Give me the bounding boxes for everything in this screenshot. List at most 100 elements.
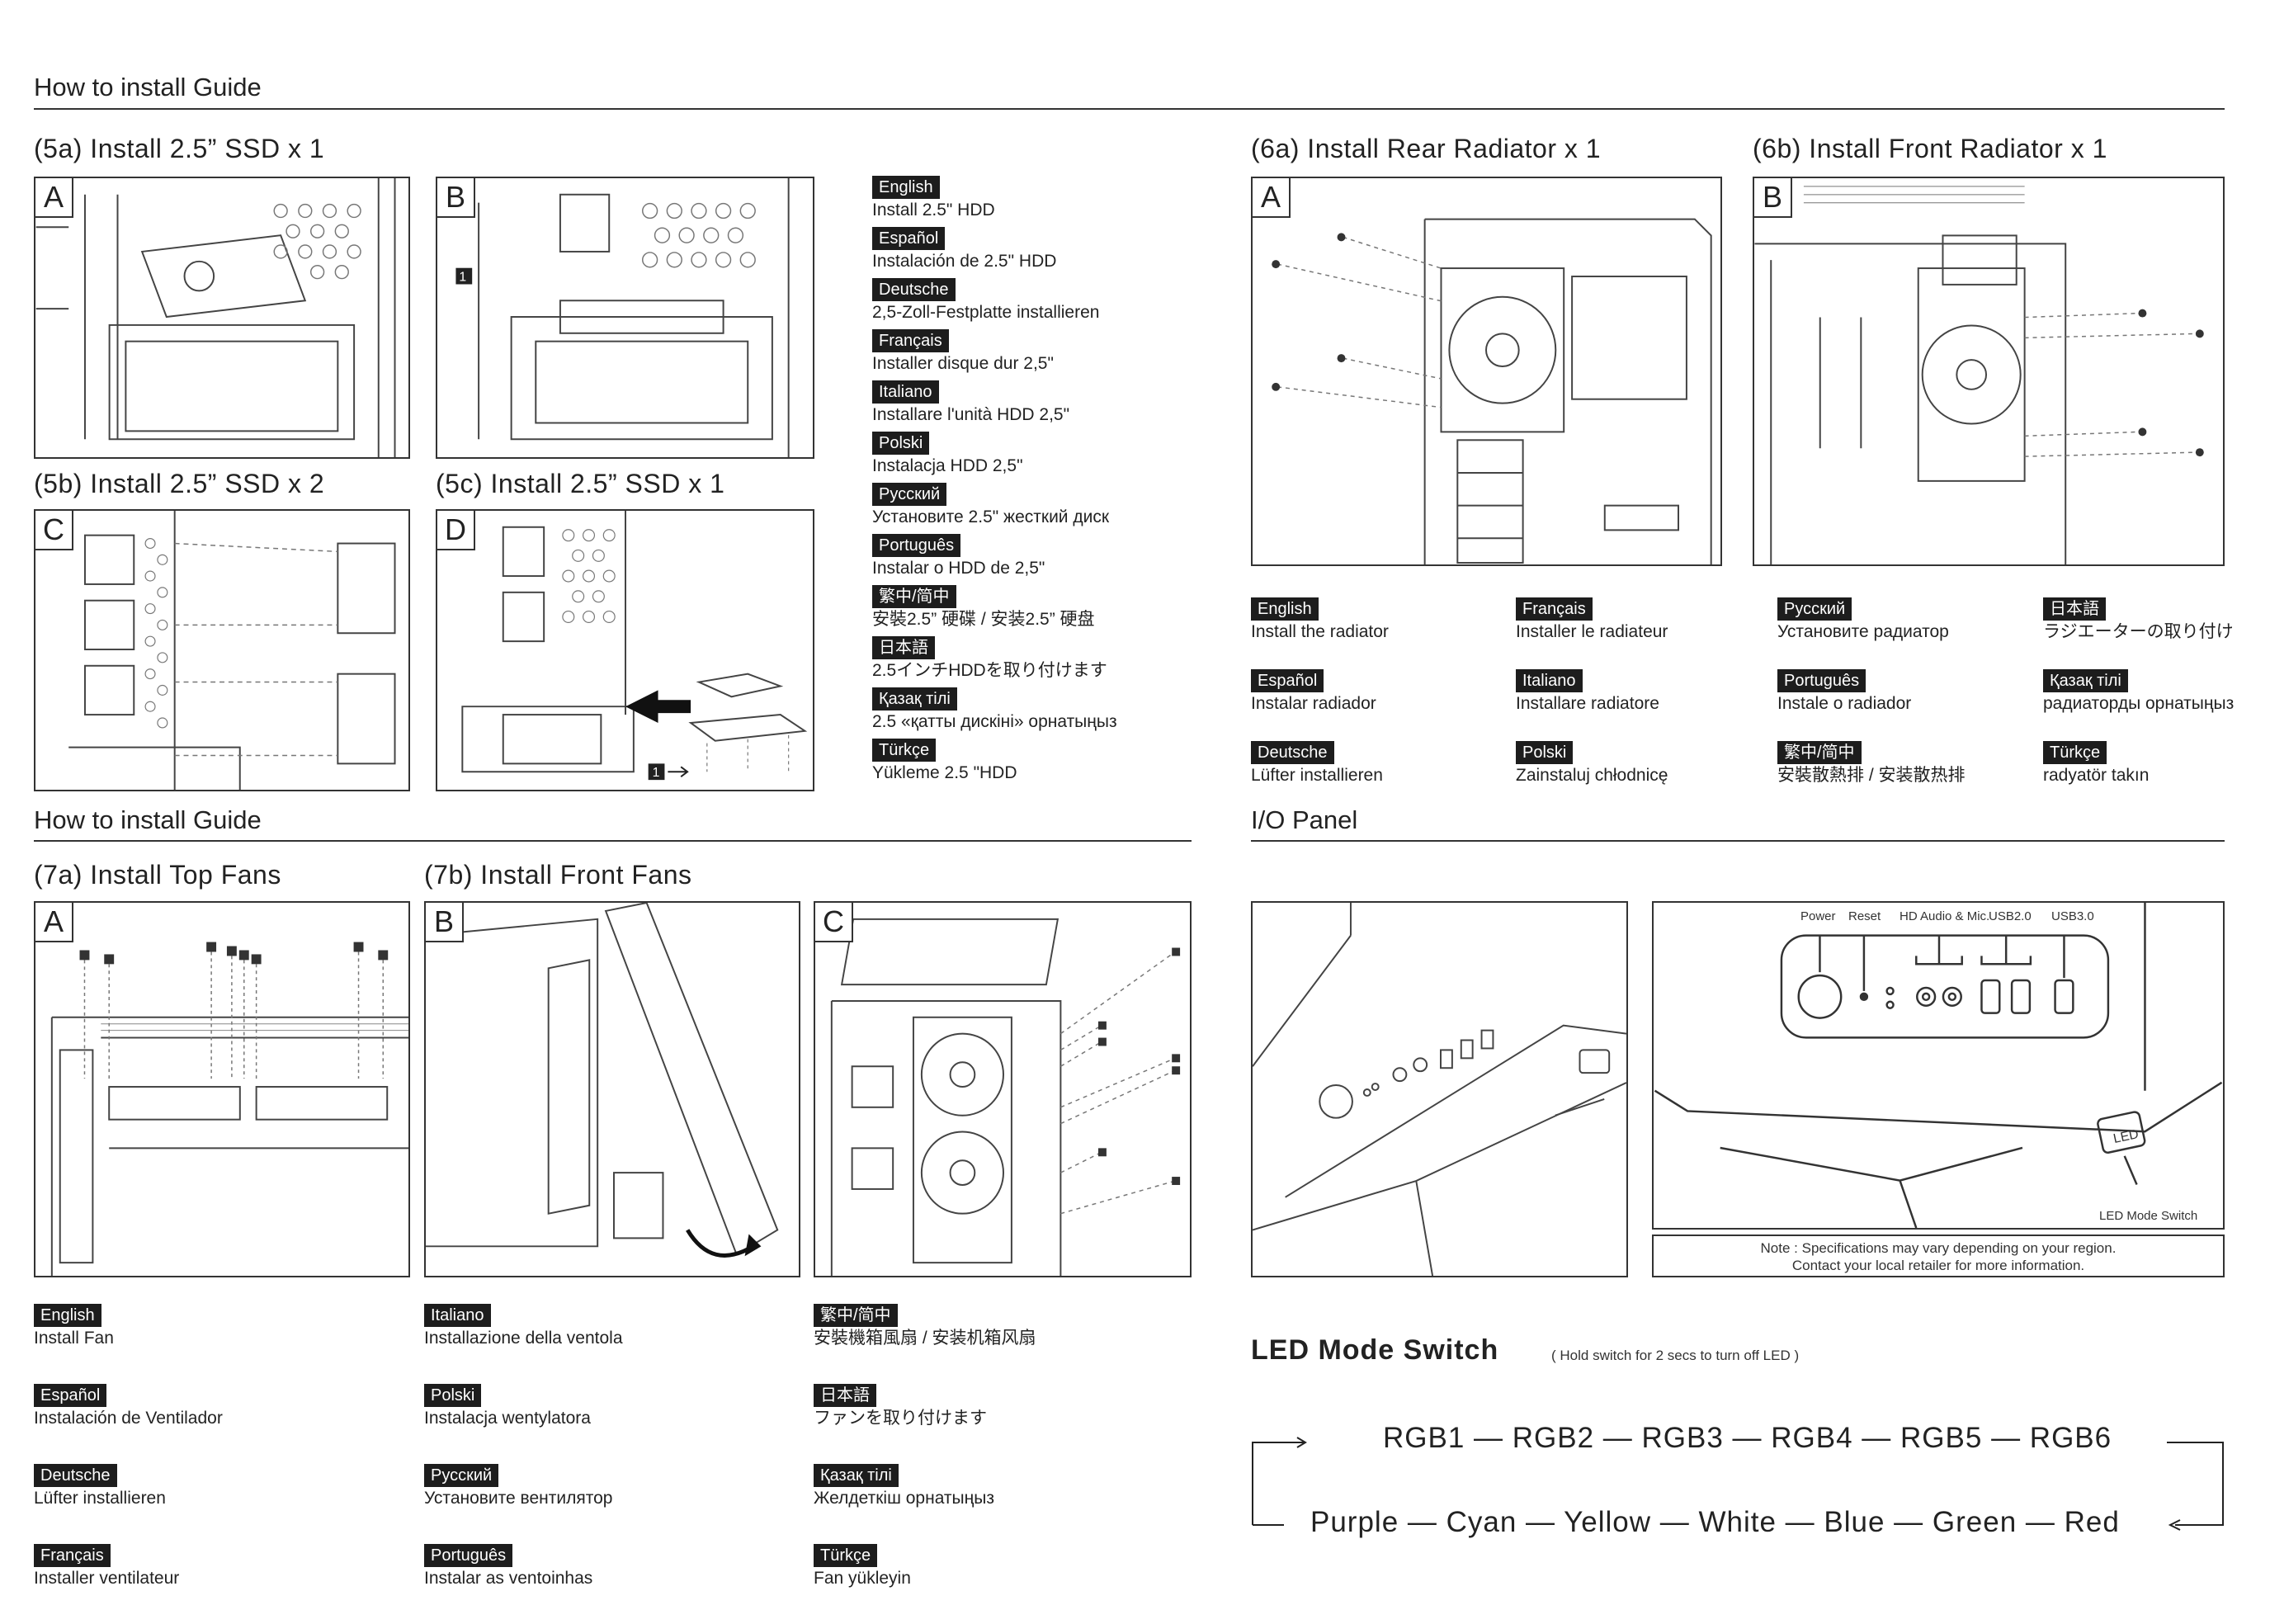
- panel-letter: B: [426, 903, 464, 942]
- usb3-label: USB3.0: [2051, 909, 2094, 923]
- note-line-2: Contact your local retailer for more inf…: [1791, 1258, 2085, 1273]
- divider-bottom-left: [34, 840, 1192, 842]
- lang-text: ファンを取り付けます: [814, 1409, 987, 1428]
- lang-tag: Português: [424, 1544, 513, 1567]
- top-fans-illustration: [50, 942, 408, 1276]
- illustration-7b-c: C: [814, 901, 1192, 1277]
- step-7a-title: (7a) Install Top Fans: [34, 860, 281, 890]
- reset-label: Reset: [1848, 909, 1881, 923]
- panel-letter: C: [815, 903, 853, 942]
- lang-tag: 日本語: [872, 636, 935, 659]
- case-ssd-illustration: [35, 178, 396, 457]
- lang-tag: 繁中/简中: [814, 1304, 898, 1327]
- step-6a-title: (6a) Install Rear Radiator x 1: [1251, 134, 1602, 163]
- lang-item: 日本語 2.5インチHDDを取り付けます: [872, 636, 1117, 687]
- lang-tag: Türkçe: [872, 739, 937, 762]
- step-6b-title: (6b) Install Front Radiator x 1: [1753, 134, 2107, 163]
- guide-title-bottom: How to install Guide: [34, 805, 262, 834]
- panel-letter: B: [437, 178, 475, 218]
- lang-tag: Français: [872, 329, 949, 352]
- lang-item: 繁中/简中安裝機箱風扇 / 安装机箱风扇: [814, 1304, 1036, 1384]
- front-fans-illustration: [830, 918, 1181, 1276]
- panel-letter: C: [35, 511, 73, 550]
- divider-bottom-right: [1251, 840, 2225, 842]
- lang-tag: Қазақ тілі: [872, 687, 957, 710]
- lang-text: Instalar radiador: [1251, 694, 1376, 713]
- note-box: Note : Specifications may vary depending…: [1652, 1235, 2225, 1277]
- front-radiator-illustration: [1754, 186, 2204, 564]
- illustration-5b-c: C: [34, 509, 410, 791]
- lang-text: Instalar o HDD de 2,5": [872, 559, 1045, 578]
- step-5c-title: (5c) Install 2.5” SSD x 1: [436, 469, 725, 498]
- lang-text: Установите 2.5" жесткий диск: [872, 508, 1110, 526]
- step-7b-title: (7b) Install Front Fans: [424, 860, 692, 890]
- lang-tag: Polski: [1516, 741, 1574, 764]
- lang-tag: 繁中/简中: [872, 585, 956, 608]
- illustration-5c-d: D 1: [436, 509, 814, 791]
- lang-item: 日本語ラジエーターの取り付け: [2043, 597, 2234, 669]
- lang-text: Install the radiator: [1251, 622, 1389, 641]
- lang-tag: Español: [1251, 669, 1324, 692]
- lang-text: Installer ventilateur: [34, 1569, 180, 1588]
- led-button-label: LED: [2112, 1127, 2140, 1146]
- lang-tag: Deutsche: [1251, 741, 1334, 764]
- lang-text: ラジエーターの取り付け: [2043, 622, 2234, 641]
- lang-text: Lüfter installieren: [34, 1489, 166, 1508]
- lang-text: 安裝散熱排 / 安装散热排: [1777, 766, 1966, 785]
- lang-tag: Русский: [1777, 597, 1852, 621]
- front-panel-removal-illustration: [426, 903, 779, 1258]
- lang-tag: Italiano: [872, 380, 939, 404]
- power-label: Power: [1800, 909, 1836, 923]
- io-ports-closeup: LED: [1654, 903, 2223, 1228]
- hd-audio-label: HD Audio & Mic.: [1900, 909, 1990, 923]
- illustration-5a-b: B 1: [436, 177, 814, 459]
- illustration-7b-b: B: [424, 901, 800, 1277]
- divider-top: [34, 108, 2225, 110]
- lang-item: 繁中/简中安裝散熱排 / 安装散热排: [1777, 741, 1966, 813]
- lang-tag: Türkçe: [2043, 741, 2107, 764]
- lang-text: радиаторды орнатыңыз: [2043, 694, 2235, 713]
- lang-tag: English: [1251, 597, 1319, 621]
- illustration-5a-a: A: [34, 177, 410, 459]
- lang-tag: English: [872, 176, 940, 199]
- ssd-tray-illustration: 1: [461, 511, 808, 780]
- lang-item: 繁中/简中安裝2.5” 硬碟 / 安装2.5” 硬盘: [872, 585, 1117, 636]
- lang-tag: Қазақ тілі: [2043, 669, 2128, 692]
- case-top-io-illustration: [1253, 903, 1626, 1276]
- marker-1: 1: [653, 766, 660, 780]
- lang-tag: Português: [1777, 669, 1866, 692]
- lang-item: Қазақ тілі радиаторды орнатыңыз: [2043, 669, 2234, 741]
- lang-tag: Español: [872, 227, 946, 250]
- case-hdd-cage-illustration: 1: [455, 178, 790, 457]
- step-5a-title: (5a) Install 2.5” SSD x 1: [34, 134, 325, 163]
- lang-text: 2.5インチHDDを取り付けます: [872, 661, 1107, 680]
- lang-tag: 日本語: [2043, 597, 2106, 621]
- radiator-language-col-4: 日本語ラジエーターの取り付け Қазақ тілі радиаторды орна…: [2043, 597, 2234, 813]
- illustration-6a-a: A: [1251, 177, 1722, 566]
- lang-text: Zainstaluj chłodnicę: [1516, 766, 1668, 785]
- color-sequence: Purple — Cyan — Yellow — White — Blue — …: [1310, 1506, 2120, 1538]
- step-5b-title: (5b) Install 2.5” SSD x 2: [34, 469, 325, 498]
- lang-tag: Italiano: [1516, 669, 1583, 692]
